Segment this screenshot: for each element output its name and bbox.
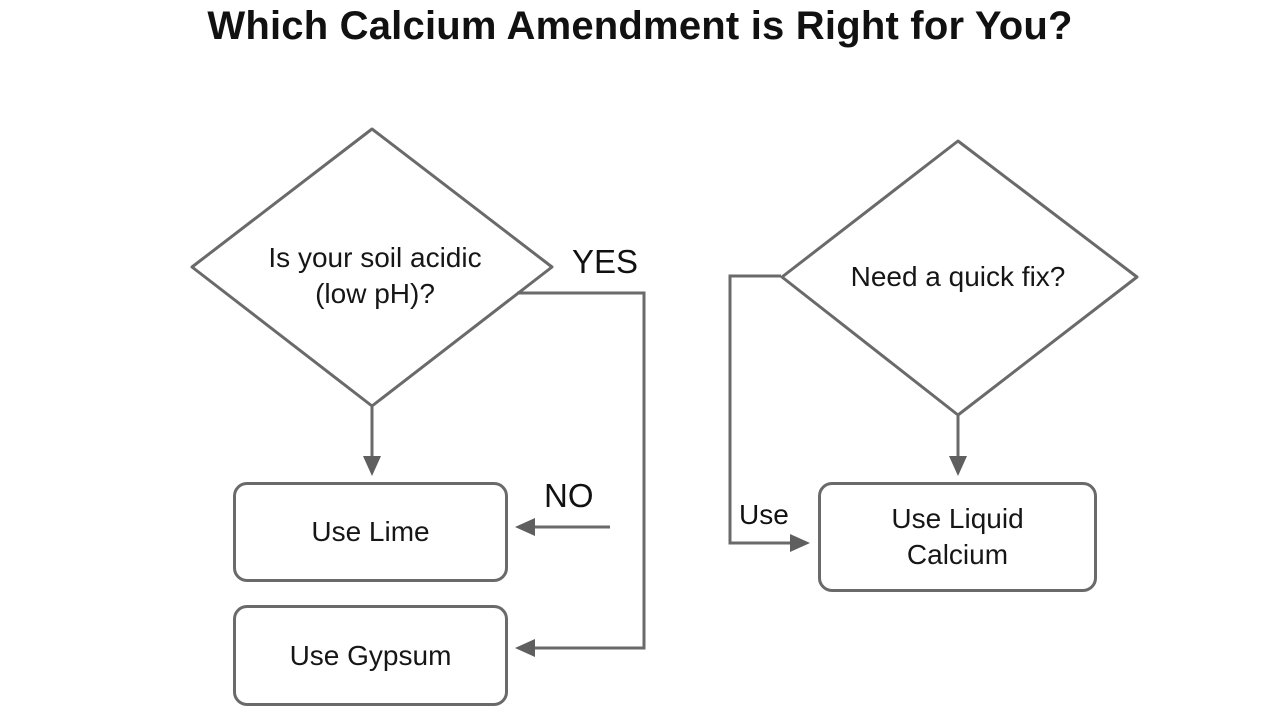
decision-diamond-soil-acidic [190,127,554,408]
use-liquid-calcium-node: Use Liquid Calcium [818,482,1097,592]
yes-elbow-connector [515,291,646,657]
decision-text-soil-acidic: Is your soil acidic (low pH)? [222,240,528,312]
use-liquid-calcium-line2: Calcium [906,539,1009,570]
use-gypsum-node: Use Gypsum [233,605,508,706]
use-lime-label: Use Lime [311,516,430,547]
decision-diamond-quick-fix [780,139,1139,417]
use-lime-node: Use Lime [233,482,508,582]
use-gypsum-label: Use Gypsum [289,639,452,671]
page-title: Which Calcium Amendment is Right for You… [207,4,1073,48]
decision-text-line2: (low pH)? [315,278,435,309]
use-elbow-connector [728,274,810,552]
use-edge-label: Use [739,499,789,530]
no-edge-label: NO [544,477,594,514]
yes-edge-label: YES [572,243,639,280]
decision-text-line1: Is your soil acidic [268,242,482,273]
use-liquid-calcium-line1: Use Liquid [891,503,1024,534]
decision-text-quick-fix: Need a quick fix? [850,261,1066,292]
